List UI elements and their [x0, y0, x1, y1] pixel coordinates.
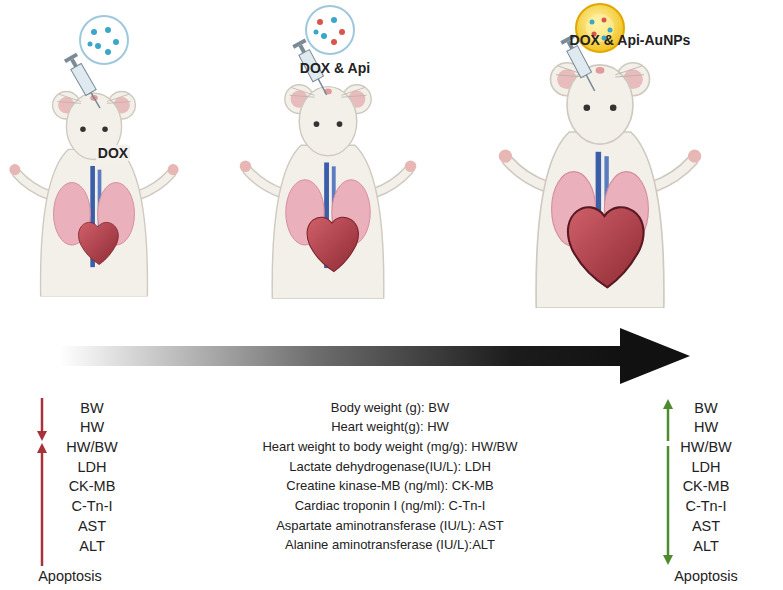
- heart: [568, 207, 644, 287]
- marker-label: AST: [78, 518, 106, 535]
- marker-label: AST: [692, 518, 720, 535]
- marker-label: ALT: [79, 538, 105, 555]
- definition-text: Alanine aminotransferase (IU/L):ALT: [285, 538, 495, 553]
- decrease-increase-arrows: [37, 398, 47, 566]
- progress-arrow: [60, 328, 690, 384]
- rat-figure: [9, 91, 178, 296]
- definition-text: Heart weight to body weight (mg/g): HW/B…: [262, 440, 517, 455]
- marker-label: C-Tn-I: [71, 498, 112, 515]
- marker-label: HW: [694, 419, 718, 436]
- drug-label: DOX & Api: [300, 60, 370, 76]
- rat-dox-api: [240, 85, 417, 299]
- syringe-dox: [64, 16, 128, 112]
- syringe-dox-api-aunps: [560, 4, 624, 94]
- marker-label: C-Tn-I: [685, 498, 726, 515]
- restore-arrows: [663, 399, 673, 565]
- definition-text: Aspartate aminotransferase (IU/L): AST: [276, 519, 504, 534]
- heart: [307, 217, 358, 271]
- outcome-label: Apoptosis: [38, 568, 102, 585]
- marker-label: BW: [694, 400, 717, 417]
- marker-label: CK-MB: [683, 478, 730, 495]
- rat-figure: [240, 85, 417, 299]
- rat-dox: [9, 91, 178, 296]
- definition-text: Lactate dehydrogenase(IU/L): LDH: [289, 460, 491, 475]
- marker-label: ALT: [693, 538, 719, 555]
- definition-text: Cardiac troponin I (ng/ml): C-Tn-I: [295, 499, 486, 514]
- rat-figure: [499, 63, 701, 308]
- marker-label: LDH: [77, 459, 106, 476]
- drug-label: DOX & Api-AuNPs: [570, 32, 691, 48]
- marker-label: CK-MB: [69, 478, 116, 495]
- definition-text: Creatine kinase-MB (ng/ml): CK-MB: [286, 479, 493, 494]
- syringe-dox-api: [292, 6, 354, 98]
- marker-label: HW/BW: [680, 439, 732, 456]
- marker-label: LDH: [691, 459, 720, 476]
- marker-label: BW: [80, 400, 103, 417]
- heart: [78, 222, 118, 264]
- definition-text: Body weight (g): BW: [331, 401, 450, 416]
- drug-label: DOX: [96, 145, 130, 161]
- marker-label: HW/BW: [66, 439, 118, 456]
- rat-dox-api-aunps: [499, 63, 701, 308]
- definition-text: Heart weight(g): HW: [331, 420, 449, 435]
- outcome-label: Apoptosis: [674, 568, 738, 585]
- marker-label: HW: [80, 419, 104, 436]
